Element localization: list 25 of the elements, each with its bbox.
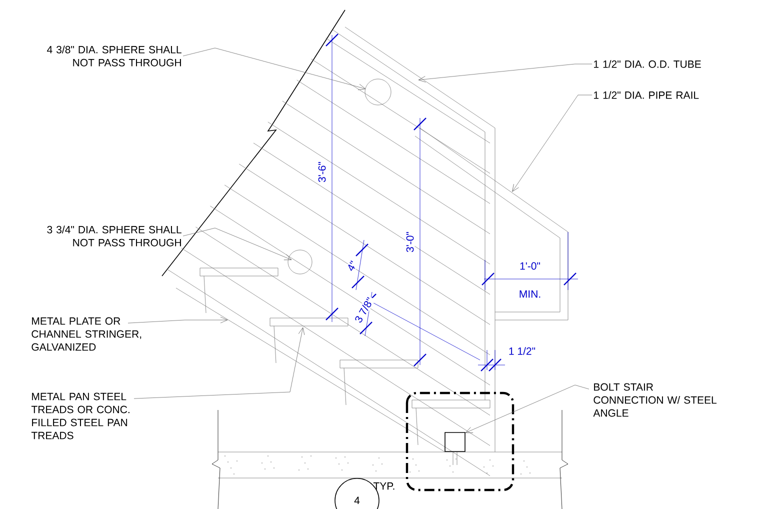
dimension-text: 1 1/2" <box>507 346 537 356</box>
steel-angle <box>444 432 466 452</box>
callout-text: 1 1/2" DIA. PIPE RAIL <box>594 91 699 99</box>
dimension-text: 3'-0" <box>405 230 415 254</box>
callout-text: 3 3/4" DIA. SPHERE SHALL NOT PASS THROUGH <box>47 226 182 246</box>
leader-line <box>418 64 592 82</box>
callout-text: 1 1/2" DIA. O.D. TUBE <box>594 60 701 68</box>
dimension-text: MIN. <box>518 289 542 299</box>
typical-note: TYP. <box>373 482 394 490</box>
leader-line <box>182 228 292 260</box>
dimension-text: 4" <box>345 258 359 274</box>
callout-text: METAL PLATE OR CHANNEL STRINGER, GALVANIZED <box>32 317 142 351</box>
dimension-text: 1'-0" <box>518 261 542 271</box>
sphere-circle <box>364 78 392 106</box>
leader-line <box>128 316 228 324</box>
leader-line <box>134 327 305 399</box>
leader-line <box>512 94 592 192</box>
dimension-text: 3'-6" <box>317 160 327 184</box>
callout-text: BOLT STAIR CONNECTION W/ STEEL ANGLE <box>593 383 717 417</box>
sphere-circle <box>288 250 312 274</box>
callout-text: METAL PAN STEEL TREADS OR CONC. FILLED STEEL PAN TREADS <box>31 392 130 440</box>
dimension-text: 3 7/8" <box>352 294 376 326</box>
callout-text: 4 3/8" DIA. SPHERE SHALL NOT PASS THROUGH <box>47 46 182 66</box>
leader-line <box>465 384 590 433</box>
leader-line <box>182 48 366 90</box>
